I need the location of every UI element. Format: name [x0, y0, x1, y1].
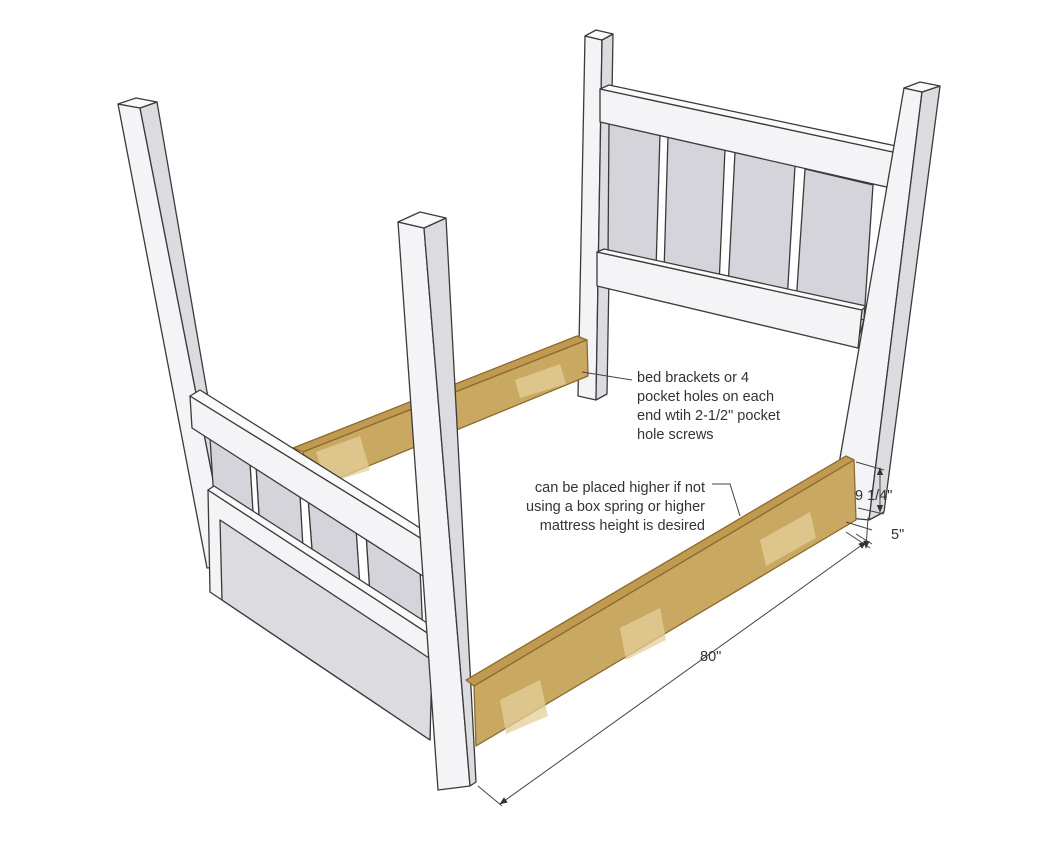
rail-height-label: 9 1/4" — [855, 488, 892, 504]
rail-length-dimension — [499, 541, 867, 805]
brackets-leader — [581, 371, 633, 381]
brackets-note-line1: bed brackets or 4 — [637, 370, 749, 386]
brackets-note-line2: pocket holes on each — [637, 389, 774, 405]
headboard — [577, 29, 941, 521]
footboard-bottom-rail — [207, 485, 439, 741]
dimension-lines — [477, 461, 885, 807]
placement-note-line2: using a box spring or higher — [526, 499, 705, 515]
footboard-right-post — [397, 211, 477, 791]
headboard-bottom-rail — [596, 248, 867, 349]
placement-leader — [712, 483, 741, 517]
placement-note-line3: mattress height is desired — [540, 518, 705, 534]
footboard — [117, 97, 477, 791]
headboard-right-post — [829, 81, 941, 521]
rail-length-label: 80" — [700, 649, 721, 665]
brackets-note-line3: end wtih 2-1/2" pocket — [637, 408, 780, 424]
brackets-note: bed brackets or 4 pocket holes on each e… — [637, 370, 780, 443]
rail-offset-dimension — [863, 517, 870, 549]
rail-offset-label: 5" — [891, 527, 904, 543]
placement-note: can be placed higher if not using a box … — [526, 480, 705, 534]
placement-note-line1: can be placed higher if not — [535, 480, 705, 496]
brackets-note-line4: hole screws — [637, 427, 714, 443]
annotation-leaders — [581, 371, 741, 517]
